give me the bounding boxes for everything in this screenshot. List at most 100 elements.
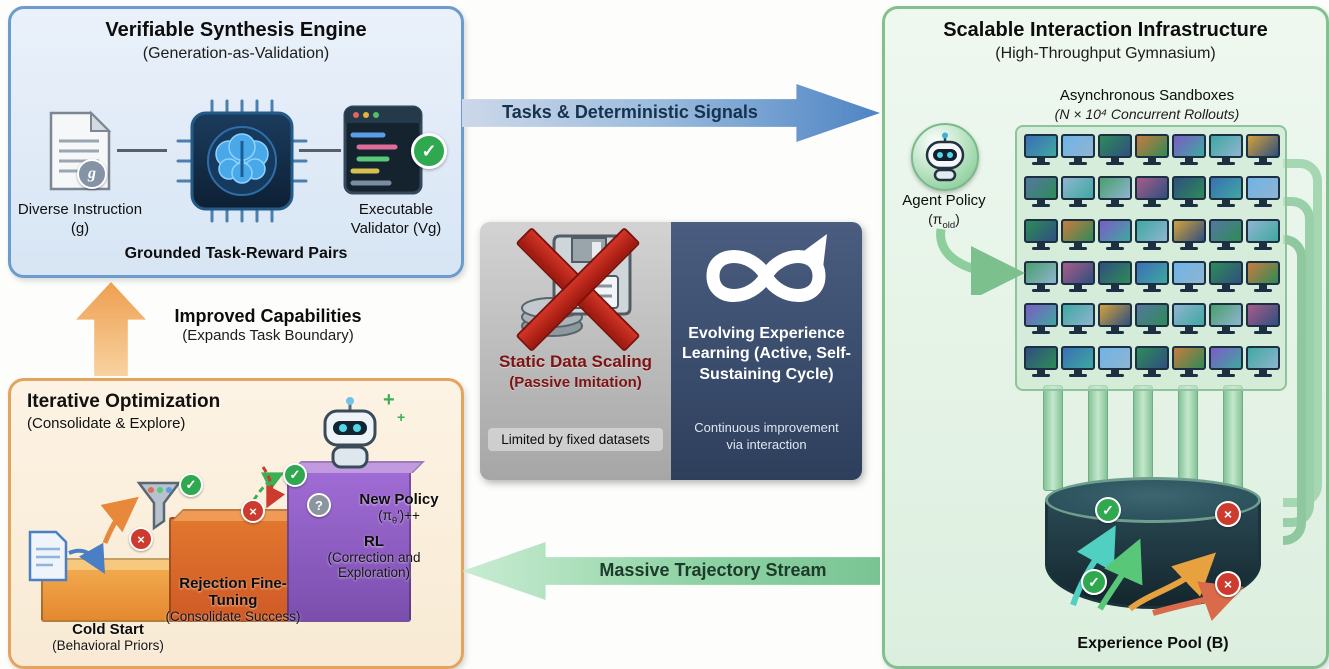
sandbox-monitor bbox=[1024, 303, 1058, 339]
panel-scalable-interaction-infrastructure: Scalable Interaction Infrastructure (Hig… bbox=[882, 6, 1329, 669]
trajectory-stream-label: Massive Trajectory Stream bbox=[599, 560, 827, 580]
validator-check-icon: ✓ bbox=[411, 133, 447, 169]
sandbox-monitor bbox=[1061, 260, 1095, 297]
instruction-g-badge: g bbox=[77, 159, 107, 189]
cold-start-title: Cold Start bbox=[72, 621, 144, 638]
step-rejection-fine-tuning bbox=[169, 517, 299, 622]
g-badge-letter: g bbox=[88, 165, 96, 182]
sandbox-monitor bbox=[1172, 303, 1206, 339]
sandbox-monitor bbox=[1061, 303, 1095, 339]
sandbox-monitor bbox=[1098, 134, 1132, 170]
sandbox-monitor bbox=[1098, 218, 1132, 255]
step-rl bbox=[287, 469, 411, 622]
paradigm-comparison-box: Static Data Scaling (Passive Imitation) … bbox=[480, 222, 862, 480]
sandbox-monitor bbox=[1024, 260, 1058, 297]
sandboxes-label: Asynchronous Sandboxes bbox=[1059, 87, 1235, 104]
sandbox-monitor bbox=[1024, 345, 1058, 382]
rl-sublabel: (Correction and Exploration) bbox=[327, 550, 421, 580]
instruction-label: Diverse Instruction (g) bbox=[17, 201, 143, 237]
behavioral-priors-doc-icon bbox=[28, 530, 68, 582]
success-trajectory-icon: ✓ bbox=[1081, 569, 1107, 595]
sandbox-monitor bbox=[1172, 218, 1206, 255]
improved-capabilities-title: Improved Capabilities bbox=[174, 306, 362, 326]
rejection-ft-title: Rejection Fine-Tuning bbox=[179, 575, 287, 609]
evolving-learning-title: Evolving Experience Learning (Active, Se… bbox=[682, 325, 851, 383]
filter-funnel-icon bbox=[136, 481, 182, 531]
trajectory-pipe bbox=[1133, 385, 1153, 491]
sandbox-monitor bbox=[1061, 134, 1095, 170]
new-policy-symbol: (πθ′)++ bbox=[378, 508, 420, 526]
accept-check-icon: ✓ bbox=[179, 473, 203, 497]
evolving-learning-caption: Continuous improvement via interaction bbox=[694, 420, 839, 452]
infrastructure-title: Scalable Interaction Infrastructure bbox=[943, 19, 1268, 41]
experience-pool-label: Experience Pool (B) bbox=[1077, 635, 1229, 652]
sandbox-monitor bbox=[1061, 218, 1095, 255]
sandbox-monitor bbox=[1135, 134, 1169, 170]
sandbox-monitor bbox=[1172, 176, 1206, 212]
optimization-subtitle: (Consolidate & Explore) bbox=[27, 415, 186, 432]
agent-policy-robot-icon bbox=[911, 123, 979, 191]
exploration-question-icon: ? bbox=[307, 493, 331, 517]
sandbox-monitor bbox=[1172, 134, 1206, 170]
sandbox-monitor bbox=[1246, 345, 1280, 382]
infinity-arrow-icon bbox=[706, 234, 827, 302]
sparkle-icon: + bbox=[383, 389, 395, 411]
exploration-check-icon: ✓ bbox=[283, 463, 307, 487]
evolving-learning-panel: Evolving Experience Learning (Active, Se… bbox=[671, 222, 862, 480]
synthesis-subtitle: (Generation-as-Validation) bbox=[142, 45, 330, 62]
optimization-title: Iterative Optimization bbox=[27, 391, 221, 412]
sandbox-monitor bbox=[1246, 218, 1280, 255]
sandbox-monitor bbox=[1209, 218, 1243, 255]
failed-trajectory-icon: × bbox=[1215, 501, 1241, 527]
sandbox-monitor bbox=[1246, 176, 1280, 212]
grounded-pairs-label: Grounded Task-Reward Pairs bbox=[124, 245, 348, 262]
validator-code-icon bbox=[343, 105, 423, 195]
panel-verifiable-synthesis-engine: Verifiable Synthesis Engine (Generation-… bbox=[8, 6, 464, 278]
sandboxes-sublabel: (N × 10⁴ Concurrent Rollouts) bbox=[1054, 106, 1240, 122]
trajectory-pipe bbox=[1088, 385, 1108, 491]
infrastructure-subtitle: (High-Throughput Gymnasium) bbox=[995, 45, 1216, 62]
rl-label: RL (Correction and Exploration) bbox=[299, 533, 449, 580]
sandbox-monitor bbox=[1209, 134, 1243, 170]
sandbox-monitor bbox=[1098, 303, 1132, 339]
success-trajectory-icon: ✓ bbox=[1095, 497, 1121, 523]
static-scaling-subtitle: (Passive Imitation) bbox=[509, 374, 642, 391]
agent-to-sandboxes-arrow bbox=[936, 228, 1025, 295]
cold-start-label: Cold Start (Behavioral Priors) bbox=[33, 621, 183, 653]
failed-trajectory-icon: × bbox=[1215, 571, 1241, 597]
agent-policy-symbol: (πold) bbox=[928, 211, 960, 231]
sparkle-icon: + bbox=[397, 409, 406, 425]
agent-policy-label: Agent Policy bbox=[902, 192, 986, 209]
sandbox-monitor bbox=[1135, 260, 1169, 297]
sandbox-monitor bbox=[1209, 303, 1243, 339]
sandbox-monitor bbox=[1098, 345, 1132, 382]
sandbox-monitor bbox=[1209, 345, 1243, 382]
trajectory-pipe bbox=[1043, 385, 1063, 491]
static-scaling-title: Static Data Scaling bbox=[498, 352, 653, 371]
rejection-ft-label: Rejection Fine-Tuning (Consolidate Succe… bbox=[157, 575, 309, 624]
rejection-ft-sublabel: (Consolidate Success) bbox=[165, 609, 301, 624]
static-scaling-caption: Limited by fixed datasets bbox=[488, 428, 663, 451]
trajectory-pipe bbox=[1178, 385, 1198, 491]
improved-capabilities-arrow bbox=[76, 282, 146, 376]
validator-label: Executable Validator (Vg) bbox=[350, 201, 442, 237]
sandbox-monitor bbox=[1246, 260, 1280, 297]
connector-line bbox=[117, 149, 167, 152]
static-data-scaling-panel: Static Data Scaling (Passive Imitation) … bbox=[480, 222, 671, 480]
connector-line bbox=[299, 149, 341, 152]
prohibited-x-icon bbox=[498, 226, 654, 353]
experience-pool-cylinder bbox=[1045, 477, 1261, 629]
improved-capabilities-subtitle: (Expands Task Boundary) bbox=[182, 327, 354, 344]
synthesis-title: Verifiable Synthesis Engine bbox=[105, 19, 367, 41]
new-policy-robot-icon bbox=[323, 397, 377, 469]
trajectory-pipe bbox=[1223, 385, 1243, 491]
sandbox-monitor bbox=[1172, 345, 1206, 382]
sandbox-monitor bbox=[1135, 218, 1169, 255]
sandbox-monitor bbox=[1135, 303, 1169, 339]
sandbox-monitor bbox=[1172, 260, 1206, 297]
correction-x-icon: × bbox=[241, 499, 265, 523]
rl-title: RL bbox=[364, 533, 384, 550]
sandbox-monitor bbox=[1209, 260, 1243, 297]
sandbox-monitor bbox=[1246, 134, 1280, 170]
